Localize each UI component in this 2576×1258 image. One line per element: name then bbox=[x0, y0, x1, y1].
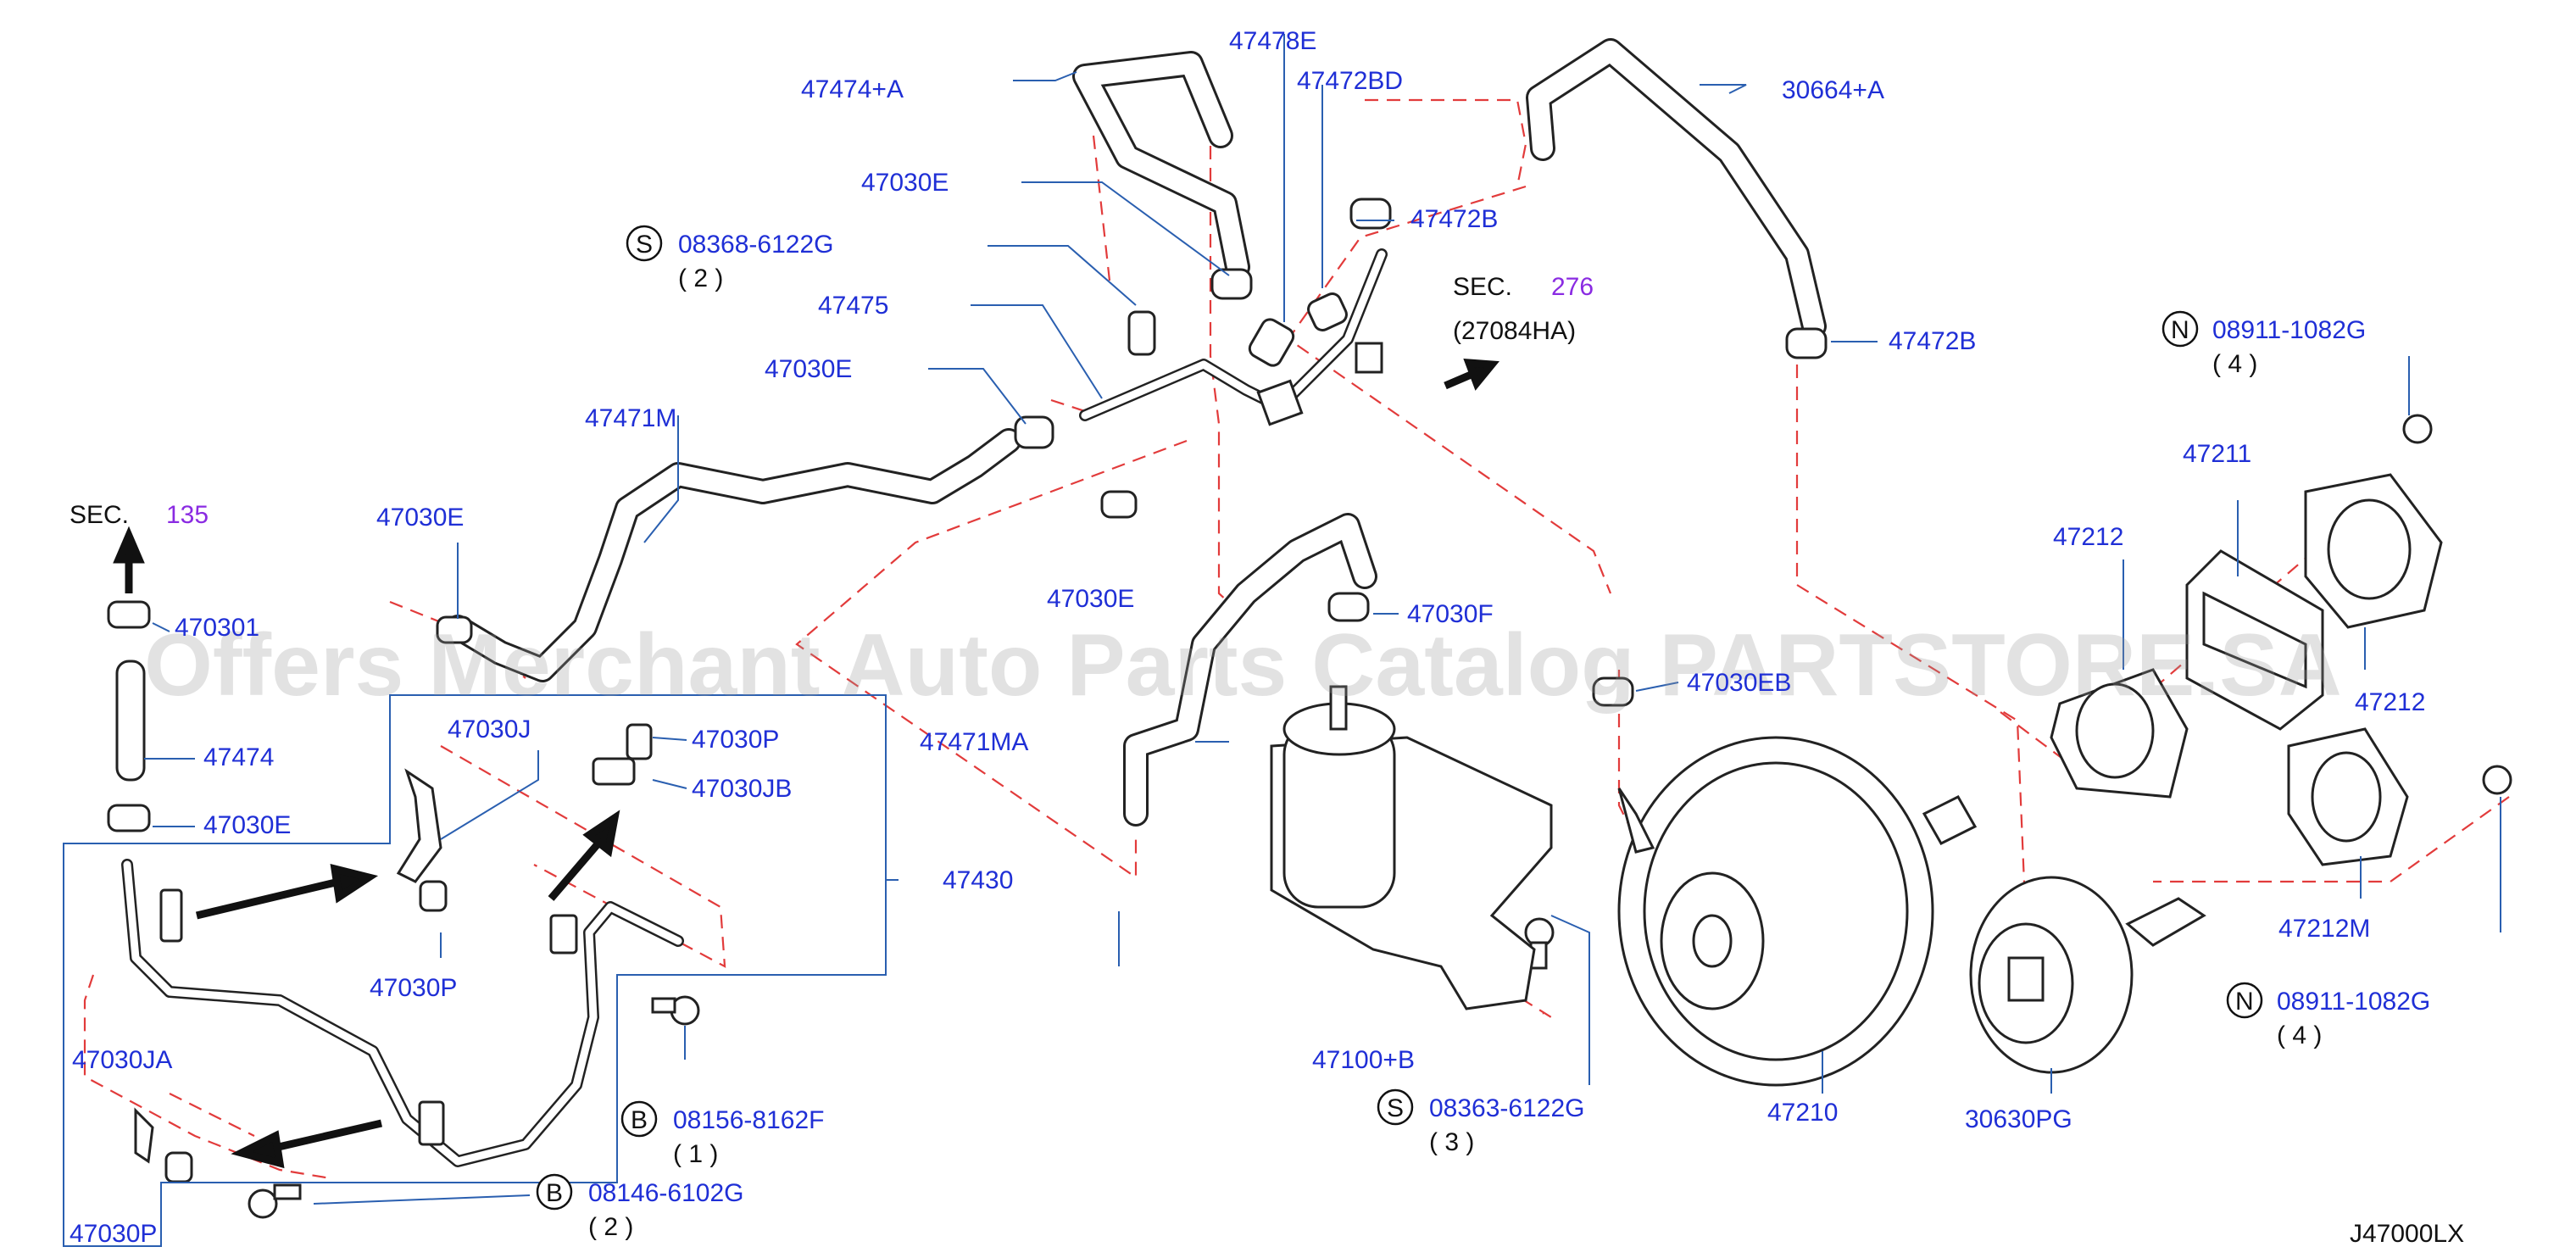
bolts[interactable] bbox=[248, 414, 2512, 1219]
svg-text:( 2 ): ( 2 ) bbox=[588, 1213, 633, 1241]
fastener-n-08911-1082g-top[interactable]: N 08911-1082G ( 4 ) bbox=[2162, 310, 2366, 378]
label-47100b[interactable]: 47100+B bbox=[1312, 1046, 1415, 1074]
part-labels: 47474+A 47478E 47472BD 30664+A 47030E 47… bbox=[70, 27, 2425, 1248]
svg-text:SEC.: SEC. bbox=[70, 501, 129, 529]
hose-47471m[interactable] bbox=[445, 428, 1021, 682]
svg-text:( 1 ): ( 1 ) bbox=[673, 1140, 718, 1168]
label-47030e-a[interactable]: 47030E bbox=[861, 169, 949, 197]
svg-text:(27084HA): (27084HA) bbox=[1453, 317, 1576, 345]
hose-47474a[interactable] bbox=[1072, 51, 1250, 280]
hose-30664a[interactable] bbox=[1526, 38, 1827, 339]
label-47210[interactable]: 47210 bbox=[1767, 1099, 1838, 1127]
label-47212-a[interactable]: 47212 bbox=[2053, 523, 2123, 551]
label-47471ma[interactable]: 47471MA bbox=[920, 728, 1028, 756]
label-47430[interactable]: 47430 bbox=[943, 866, 1013, 894]
label-47030eb[interactable]: 47030EB bbox=[1687, 669, 1791, 697]
label-47030jb[interactable]: 47030JB bbox=[692, 775, 792, 803]
label-47475[interactable]: 47475 bbox=[818, 292, 888, 320]
svg-text:( 4 ): ( 4 ) bbox=[2212, 350, 2257, 378]
assembly-boxes bbox=[63, 694, 887, 1247]
hose-47474[interactable] bbox=[115, 660, 146, 782]
svg-text:08911-1082G: 08911-1082G bbox=[2277, 988, 2430, 1016]
label-47030e-d[interactable]: 47030E bbox=[1047, 585, 1134, 613]
svg-text:( 4 ): ( 4 ) bbox=[2277, 1021, 2322, 1049]
svg-text:S: S bbox=[1387, 1094, 1404, 1122]
svg-text:( 3 ): ( 3 ) bbox=[1429, 1128, 1474, 1156]
clamps[interactable] bbox=[107, 198, 1828, 1183]
label-47030j[interactable]: 47030J bbox=[448, 715, 531, 743]
fastener-b-08156-8162f[interactable]: B 08156-8162F ( 1 ) bbox=[620, 1100, 824, 1168]
label-47030p-c[interactable]: 47030P bbox=[70, 1220, 157, 1248]
direction-arrows bbox=[113, 358, 1499, 1169]
gaskets[interactable] bbox=[2050, 473, 2443, 866]
svg-text:08146-6102G: 08146-6102G bbox=[588, 1179, 744, 1207]
svg-text:08156-8162F: 08156-8162F bbox=[673, 1106, 824, 1134]
label-47030f[interactable]: 47030F bbox=[1407, 600, 1494, 628]
leader-lines bbox=[144, 34, 2501, 1205]
label-30664a[interactable]: 30664+A bbox=[1782, 76, 1884, 104]
label-47030p-a[interactable]: 47030P bbox=[692, 726, 779, 754]
fastener-b-08146-6102g[interactable]: B 08146-6102G ( 2 ) bbox=[536, 1173, 744, 1241]
canister-47100b[interactable] bbox=[1270, 685, 1553, 1010]
svg-text:276: 276 bbox=[1551, 273, 1594, 301]
diagram-code: J47000LX bbox=[2350, 1220, 2464, 1248]
label-47474[interactable]: 47474 bbox=[203, 743, 274, 771]
booster-30630pg[interactable] bbox=[1969, 876, 2206, 1074]
svg-text:08911-1082G: 08911-1082G bbox=[2212, 316, 2366, 344]
label-47030e-f[interactable]: 47030E bbox=[203, 811, 291, 839]
svg-text:08363-6122G: 08363-6122G bbox=[1429, 1094, 1585, 1122]
label-47478e[interactable]: 47478E bbox=[1229, 27, 1316, 55]
label-47472bd[interactable]: 47472BD bbox=[1297, 67, 1403, 95]
label-47030ja[interactable]: 47030JA bbox=[72, 1046, 172, 1074]
svg-text:B: B bbox=[546, 1179, 563, 1207]
label-47472b-a[interactable]: 47472B bbox=[1410, 205, 1498, 233]
hose-47471ma[interactable] bbox=[1123, 513, 1377, 827]
label-47212m[interactable]: 47212M bbox=[2278, 915, 2370, 943]
label-47030e-c[interactable]: 47030E bbox=[376, 504, 464, 532]
brake-booster-47210[interactable] bbox=[1617, 736, 1978, 1087]
fastener-s-08363-6122g[interactable]: S 08363-6122G ( 3 ) bbox=[1377, 1088, 1585, 1156]
svg-text:08368-6122G: 08368-6122G bbox=[678, 231, 834, 259]
label-47474a[interactable]: 47474+A bbox=[801, 75, 904, 103]
label-30630pg[interactable]: 30630PG bbox=[1965, 1105, 2072, 1133]
label-47030e-b[interactable]: 47030E bbox=[765, 355, 852, 383]
svg-text:( 2 ): ( 2 ) bbox=[678, 264, 723, 292]
watermark: Offers Merchant Auto Parts Catalog PARTS… bbox=[144, 616, 2342, 715]
svg-text:135: 135 bbox=[166, 501, 209, 529]
label-47211[interactable]: 47211 bbox=[2183, 440, 2251, 468]
svg-text:N: N bbox=[2171, 316, 2189, 344]
svg-text:SEC.: SEC. bbox=[1453, 273, 1512, 301]
pipe-47475[interactable] bbox=[1079, 248, 1388, 426]
svg-text:B: B bbox=[631, 1106, 648, 1134]
brackets[interactable] bbox=[134, 768, 442, 1164]
section-reference-276[interactable]: SEC. 276 (27084HA) bbox=[1453, 273, 1594, 345]
label-47471m[interactable]: 47471M bbox=[585, 404, 676, 432]
section-reference-135[interactable]: SEC. 135 bbox=[70, 501, 209, 529]
fastener-s-08368-6122g[interactable]: S 08368-6122G ( 2 ) bbox=[626, 225, 834, 292]
label-47030p-b[interactable]: 47030P bbox=[370, 974, 457, 1002]
svg-text:S: S bbox=[636, 231, 653, 259]
svg-text:N: N bbox=[2235, 988, 2254, 1016]
label-47212-b[interactable]: 47212 bbox=[2355, 688, 2425, 716]
fastener-n-08911-1082g-bottom[interactable]: N 08911-1082G ( 4 ) bbox=[2226, 982, 2430, 1049]
pipe-assembly-47430[interactable] bbox=[121, 859, 684, 1167]
label-47030e-e[interactable]: 470301 bbox=[175, 614, 259, 642]
label-47472b-b[interactable]: 47472B bbox=[1889, 327, 1976, 355]
